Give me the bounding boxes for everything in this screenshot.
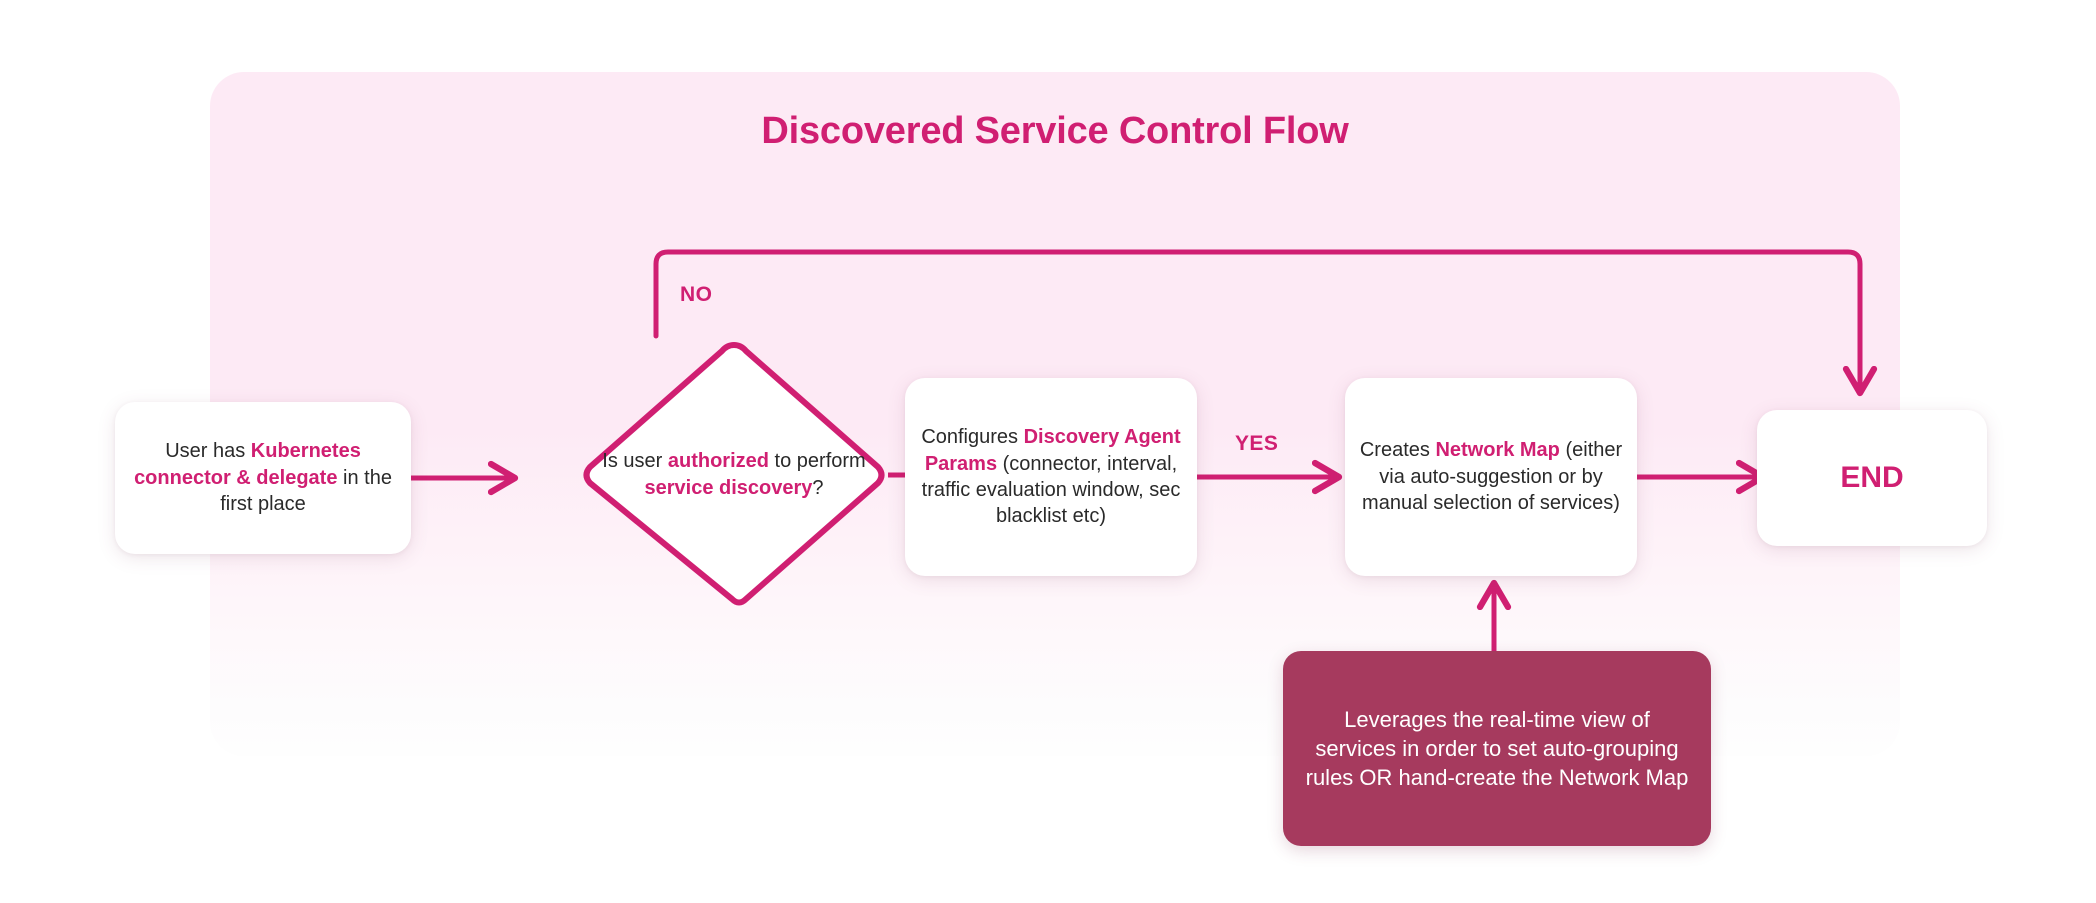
node-netmap-text: Creates Network Map (either via auto-sug… — [1359, 439, 1623, 515]
edge-label-no: NO — [680, 283, 713, 306]
node-configures-discovery-agent-params[interactable]: Configures Discovery Agent Params (conne… — [905, 378, 1197, 576]
node-start-text: User has Kubernetes connector & delegate… — [134, 440, 392, 516]
note-text: Leverages the real-time view of services… — [1305, 706, 1689, 791]
note-leverages-real-time-view[interactable]: Leverages the real-time view of services… — [1283, 651, 1711, 846]
node-params-text: Configures Discovery Agent Params (conne… — [921, 426, 1181, 528]
edge-label-yes-2: YES — [1235, 432, 1279, 455]
node-end-terminator[interactable]: END — [1757, 410, 1987, 546]
node-decision-text-wrap: Is user authorized to perform service di… — [578, 336, 890, 614]
node-end-label: END — [1840, 461, 1904, 495]
node-decision-is-user-authorized[interactable]: Is user authorized to perform service di… — [578, 336, 890, 614]
page-title: Discovered Service Control Flow — [761, 110, 1349, 152]
node-decision-text: Is user authorized to perform service di… — [602, 450, 866, 499]
node-creates-network-map[interactable]: Creates Network Map (either via auto-sug… — [1345, 378, 1637, 576]
node-user-has-connector[interactable]: User has Kubernetes connector & delegate… — [115, 402, 411, 554]
diamond-shape — [583, 342, 885, 606]
